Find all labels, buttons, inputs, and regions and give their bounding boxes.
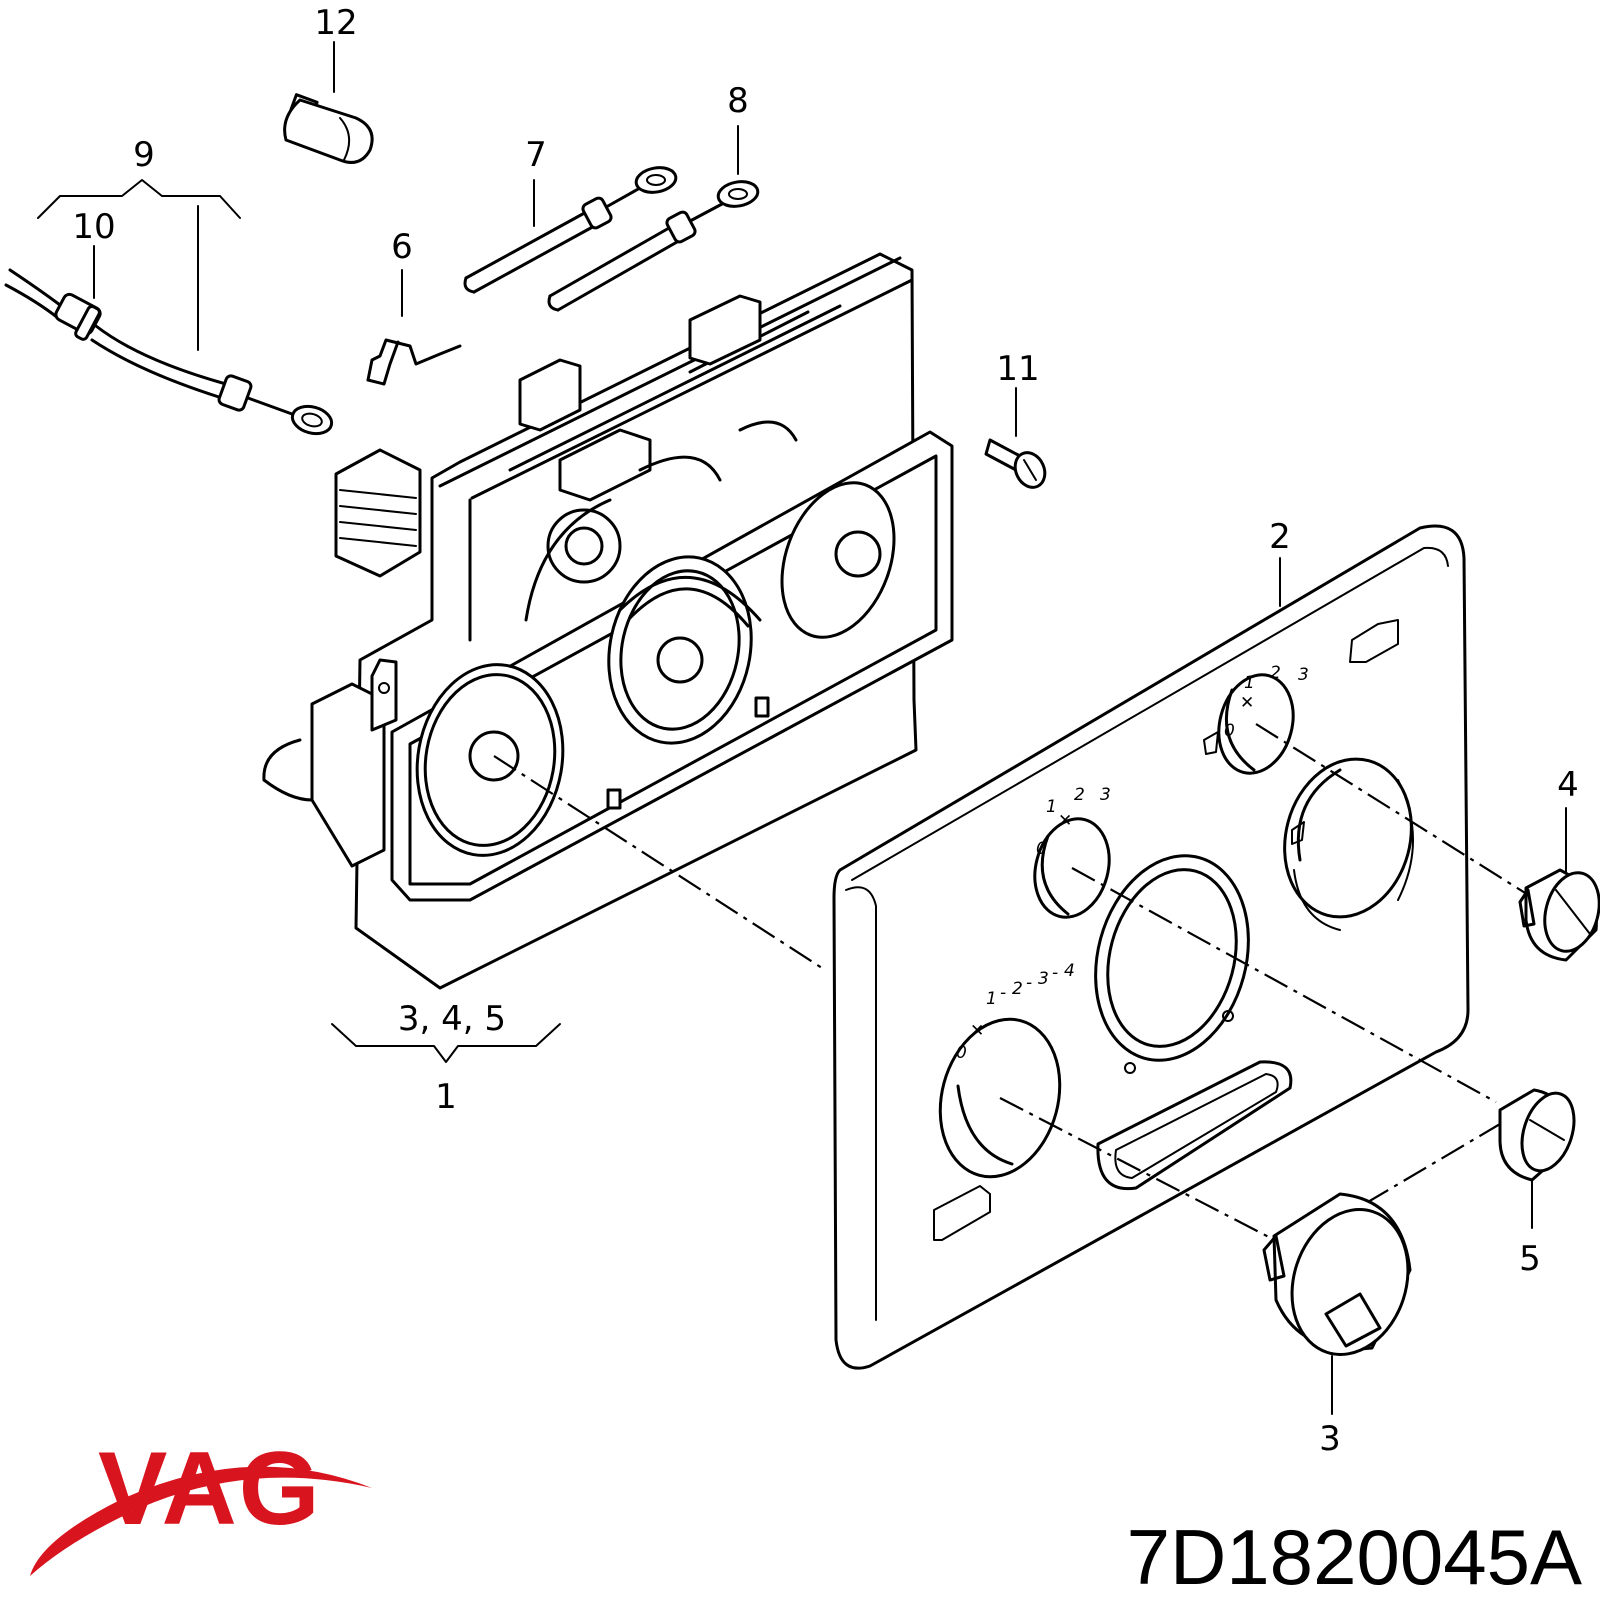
callout-12: 12: [314, 3, 357, 43]
callout-6: 6: [391, 227, 413, 267]
part-number: 7D1820045A: [1127, 1513, 1582, 1600]
dial-mid-num-2: 2: [1074, 785, 1085, 805]
dial-top-zero: 0: [1224, 721, 1235, 741]
callout-10: 10: [72, 207, 115, 247]
part-5-knob: [1498, 1088, 1576, 1229]
callout-5: 5: [1519, 1239, 1541, 1279]
dial-left-sep-1: -: [1000, 983, 1006, 1003]
fan-glyph-top: ✕: [1240, 693, 1254, 713]
callout-4: 4: [1557, 765, 1579, 805]
dial-left-num-2: 2: [1012, 979, 1023, 999]
part-11-screw: [984, 387, 1047, 489]
dial-top-num-1: 1: [1244, 673, 1255, 693]
dial-left-sep-2: -: [1026, 973, 1032, 993]
dial-mid-num-3: 3: [1100, 785, 1111, 805]
callout-1: 1: [435, 1077, 457, 1117]
callout-11: 11: [996, 349, 1039, 389]
part-4-knob: [1518, 807, 1600, 962]
part-8-rod: [547, 125, 760, 312]
vag-logo: VAG: [30, 1431, 372, 1576]
dial-left-num-1: 1: [986, 989, 997, 1009]
dial-left-zero: 0: [956, 1043, 967, 1063]
callout-3: 3: [1319, 1419, 1341, 1459]
callout-2: 2: [1269, 517, 1291, 557]
dial-left-num-3: 3: [1038, 969, 1049, 989]
callout-8: 8: [727, 81, 749, 121]
callout-3-4-5: 3, 4, 5: [398, 999, 506, 1039]
fan-glyph-left: ✕: [970, 1021, 984, 1041]
callout-group-bracket: [331, 1023, 561, 1063]
callout-9: 9: [133, 135, 155, 175]
fan-glyph-mid: ✕: [1058, 811, 1072, 831]
part-12-bulb: [283, 41, 374, 164]
part-3-knob: [1262, 1192, 1412, 1415]
part-1-control-unit: [262, 252, 954, 990]
assembly-lines: [493, 723, 1531, 1249]
dial-top-num-2: 2: [1270, 663, 1281, 683]
part-6-clip: [366, 269, 462, 386]
part-7-rod: [463, 166, 678, 294]
callout-7: 7: [525, 135, 547, 175]
dial-top-num-3: 3: [1298, 665, 1309, 685]
dial-left-sep-3: -: [1052, 963, 1058, 983]
vag-brand-text: VAG: [98, 1431, 322, 1547]
dial-left-num-4: 4: [1064, 961, 1075, 981]
part-9-10-cable: [4, 179, 334, 436]
dial-mid-num-1: 1: [1046, 797, 1057, 817]
vag-swoosh-icon: [30, 1466, 372, 1576]
part-2-front-panel: 1 2 3 0 1 2 3 0 1 - 2 - 3 - 4 0 ✕ ✕ ✕: [832, 524, 1470, 1370]
dial-mid-zero: 0: [1036, 839, 1047, 859]
